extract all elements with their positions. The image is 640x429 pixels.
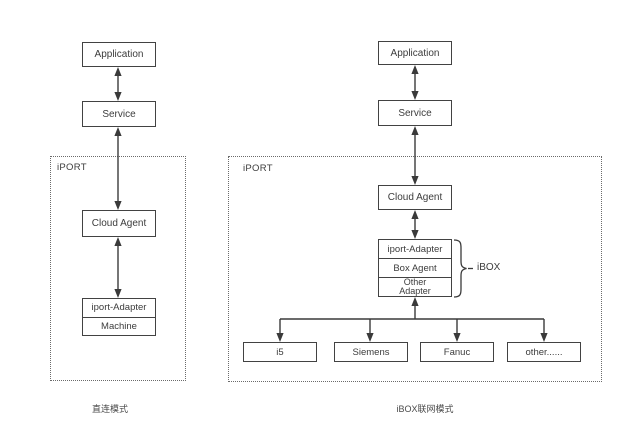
node-other-adapter: Other Adapter <box>379 277 451 296</box>
arrow-right-cloud-stack <box>411 210 419 239</box>
node-iport-adapter-left: iport-Adapter <box>91 302 147 314</box>
node-cloud-agent-left: Cloud Agent <box>82 210 156 237</box>
device-other: other...... <box>507 342 581 362</box>
node-ibox-stack: iport-Adapter Box Agent Other Adapter <box>378 239 452 297</box>
node-machine: Machine <box>83 316 155 336</box>
arrow-left-cloud-adapter <box>114 237 122 298</box>
arrow-left-service-cloud <box>114 127 122 210</box>
node-service-right: Service <box>378 100 452 126</box>
device-i5: i5 <box>243 342 317 362</box>
node-adapter-machine-stack: iport-Adapter Machine <box>82 298 156 336</box>
device-fanuc: Fanuc <box>420 342 494 362</box>
ibox-brace-label: iBOX <box>477 262 501 273</box>
node-application-right: Application <box>378 41 452 65</box>
arrow-right-service-cloud <box>411 126 419 185</box>
ibox-brace <box>453 239 473 298</box>
arrow-right-app-service <box>411 65 419 100</box>
device-bus-connector <box>276 297 548 342</box>
node-iport-adapter-right: iport-Adapter <box>387 243 443 255</box>
node-other-adapter-label: Other Adapter <box>399 277 431 296</box>
iport-panel-left-label: iPORT <box>57 162 87 173</box>
node-application-left: Application <box>82 42 156 67</box>
arrow-left-app-service <box>114 67 122 101</box>
node-cloud-agent-right: Cloud Agent <box>378 185 452 210</box>
device-siemens: Siemens <box>334 342 408 362</box>
caption-ibox-network-mode: iBOX联网模式 <box>396 404 454 414</box>
node-service-left: Service <box>82 101 156 127</box>
iport-panel-right-label: iPORT <box>243 163 273 174</box>
node-box-agent: Box Agent <box>379 258 451 277</box>
caption-direct-mode: 直连模式 <box>91 404 128 414</box>
